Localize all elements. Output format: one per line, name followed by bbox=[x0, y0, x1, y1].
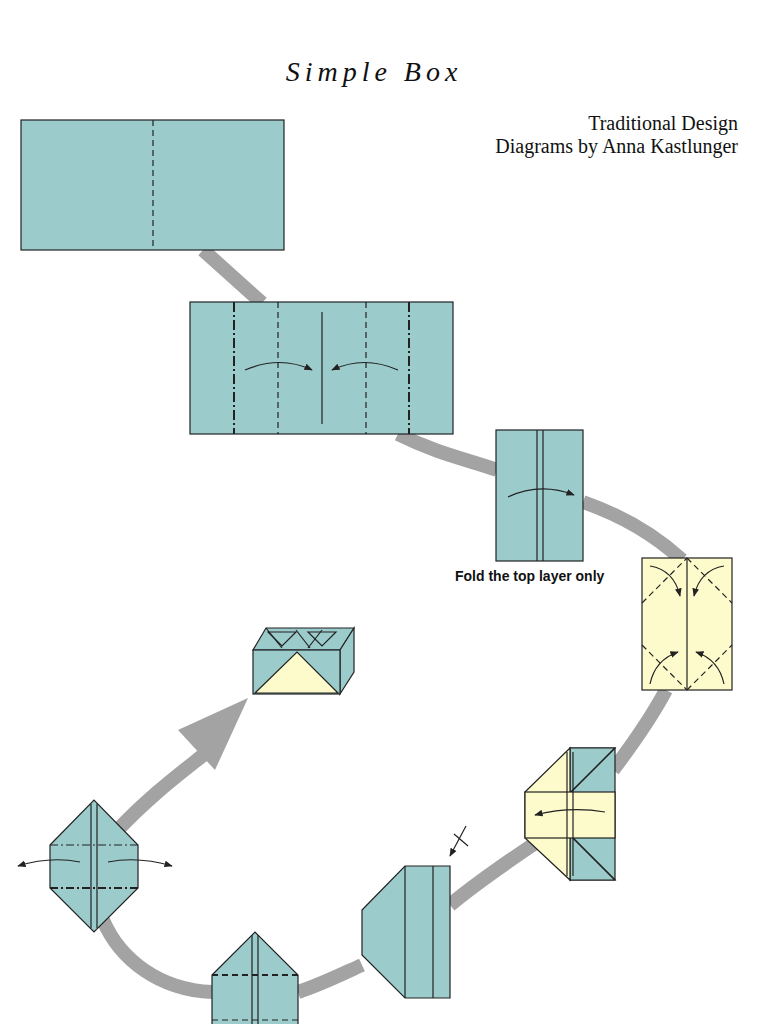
step-4 bbox=[642, 558, 732, 690]
credit-line: Diagrams by Anna Kastlunger bbox=[495, 135, 738, 158]
step-2 bbox=[190, 302, 453, 434]
step-5 bbox=[525, 748, 615, 880]
title: Simple Box bbox=[4, 56, 744, 88]
step-7 bbox=[212, 932, 298, 1024]
step-3 bbox=[496, 430, 583, 561]
step-6 bbox=[362, 826, 468, 998]
step-8 bbox=[18, 800, 172, 932]
big-arrowhead bbox=[178, 698, 248, 770]
finished-box bbox=[253, 628, 354, 694]
credit-line: Traditional Design bbox=[588, 112, 738, 135]
step-1 bbox=[21, 120, 284, 250]
step-note: Fold the top layer only bbox=[455, 568, 604, 584]
